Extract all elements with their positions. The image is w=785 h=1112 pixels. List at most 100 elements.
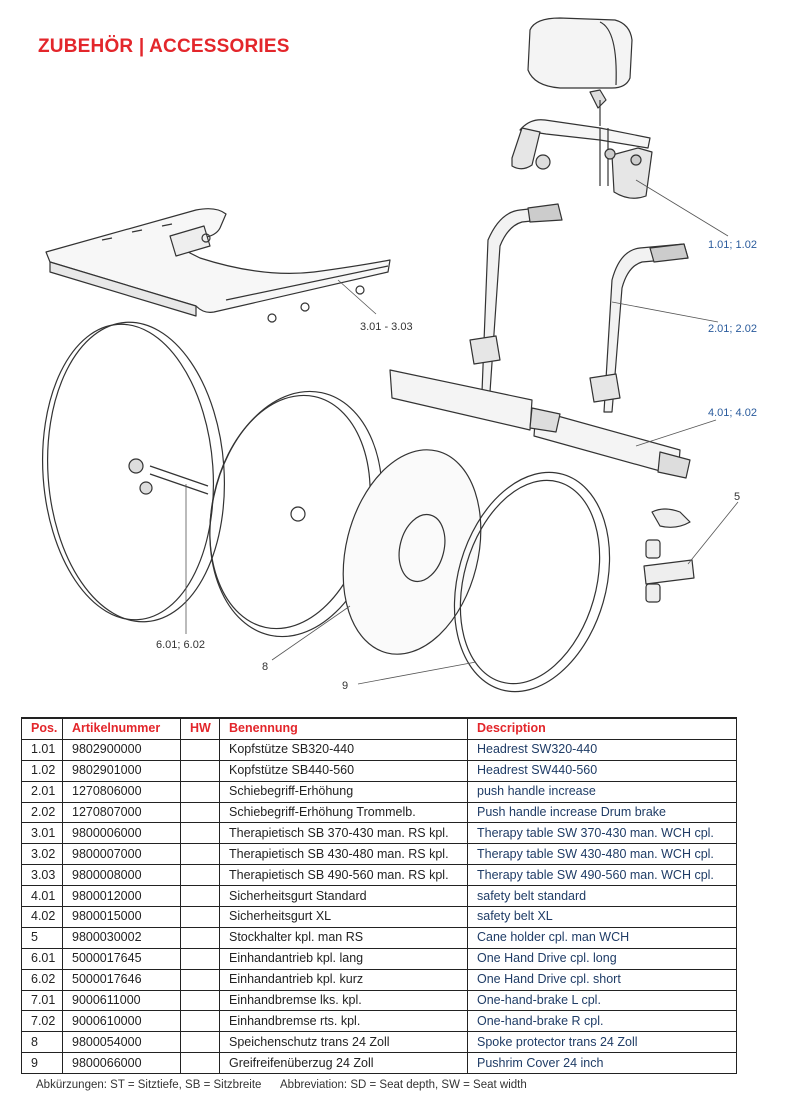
cell-benennung: Einhandantrieb kpl. kurz (219, 968, 468, 991)
footer-abbreviations: Abkürzungen: ST = Sitztiefe, SB = Sitzbr… (36, 1079, 543, 1091)
cell-article-number: 9800030002 (62, 926, 181, 949)
callout-one-hand-drive: 6.01; 6.02 (156, 639, 205, 651)
cell-article-number: 9800007000 (62, 843, 181, 866)
cell-benennung: Schiebegriff-Erhöhung Trommelb. (219, 801, 468, 824)
cell-pos: 4.02 (21, 906, 63, 928)
header-hw: HW (180, 717, 220, 740)
cell-article-number: 9000611000 (62, 989, 181, 1012)
push-handle-and-belt-drawing (389, 203, 691, 479)
cell-benennung: Einhandantrieb kpl. lang (219, 947, 468, 970)
cell-hw (180, 843, 220, 866)
cell-description: One Hand Drive cpl. short (467, 968, 737, 991)
callout-cane-holder: 5 (734, 491, 740, 503)
cell-article-number: 9800008000 (62, 864, 181, 887)
cell-hw (180, 864, 220, 887)
cell-hw (180, 989, 220, 1012)
parts-table: Pos. Artikelnummer HW Benennung Descript… (21, 717, 737, 1075)
cell-description: Push handle increase Drum brake (467, 801, 737, 824)
cell-pos: 3.01 (21, 822, 63, 845)
callout-spoke-protector: 8 (262, 661, 268, 673)
cell-pos: 6.02 (21, 968, 63, 991)
cell-benennung: Greifreifenüberzug 24 Zoll (219, 1052, 468, 1075)
cell-description: safety belt XL (467, 906, 737, 928)
header-benennung: Benennung (219, 717, 468, 740)
cell-pos: 1.01 (21, 738, 63, 761)
cell-pos: 3.02 (21, 843, 63, 866)
one-hand-drive-wheel-drawing (41, 321, 226, 623)
cell-benennung: Sicherheitsgurt Standard (219, 885, 468, 908)
cell-article-number: 5000017646 (62, 968, 181, 991)
cell-description: Headrest SW440-560 (467, 759, 737, 782)
therapy-table-drawing (45, 208, 391, 323)
headrest-drawing (511, 17, 653, 199)
cell-description: Therapy table SW 430-480 man. WCH cpl. (467, 843, 737, 866)
cell-pos: 7.01 (21, 989, 63, 1012)
callout-push-handle: 2.01; 2.02 (708, 323, 757, 335)
cell-pos: 1.02 (21, 759, 63, 782)
cell-pos: 2.01 (21, 780, 63, 803)
cell-hw (180, 1010, 220, 1033)
cell-hw (180, 759, 220, 782)
cell-hw (180, 1031, 220, 1054)
cell-benennung: Therapietisch SB 430-480 man. RS kpl. (219, 843, 468, 866)
cell-article-number: 9802900000 (62, 738, 181, 761)
cell-article-number: 9800006000 (62, 822, 181, 845)
cell-benennung: Speichenschutz trans 24 Zoll (219, 1031, 468, 1054)
cell-description: One Hand Drive cpl. long (467, 947, 737, 970)
cell-description: One-hand-brake L cpl. (467, 989, 737, 1012)
cell-pos: 9 (21, 1052, 63, 1075)
cell-pos: 5 (21, 926, 63, 949)
cell-description: Cane holder cpl. man WCH (467, 926, 737, 949)
cell-pos: 2.02 (21, 801, 63, 824)
cell-pos: 8 (21, 1031, 63, 1054)
cell-pos: 6.01 (21, 947, 63, 970)
pushrim-cover-drawing (453, 471, 611, 693)
page-title: ZUBEHÖR | ACCESSORIES (38, 36, 290, 57)
cell-benennung: Stockhalter kpl. man RS (219, 926, 468, 949)
leader-lines (185, 179, 739, 685)
cell-benennung: Therapietisch SB 370-430 man. RS kpl. (219, 822, 468, 845)
footer-german: Abkürzungen: ST = Sitztiefe, SB = Sitzbr… (36, 1079, 262, 1091)
cell-description: Spoke protector trans 24 Zoll (467, 1031, 737, 1054)
cane-holder-drawing (643, 508, 695, 603)
cell-article-number: 9000610000 (62, 1010, 181, 1033)
cell-hw (180, 1052, 220, 1075)
table-header-row: Pos. Artikelnummer HW Benennung Descript… (21, 717, 737, 740)
cell-article-number: 9800015000 (62, 906, 181, 928)
cell-description: Therapy table SW 370-430 man. WCH cpl. (467, 822, 737, 845)
cell-benennung: Einhandbremse lks. kpl. (219, 989, 468, 1012)
callout-headrest: 1.01; 1.02 (708, 239, 757, 251)
cell-pos: 3.03 (21, 864, 63, 887)
footer-english: Abbreviation: SD = Seat depth, SW = Seat… (280, 1079, 527, 1091)
cell-hw (180, 906, 220, 928)
cell-article-number: 9800054000 (62, 1031, 181, 1054)
spoke-protector-disk-drawing (342, 449, 482, 655)
cell-hw (180, 947, 220, 970)
cell-pos: 4.01 (21, 885, 63, 908)
cell-description: safety belt standard (467, 885, 737, 908)
cell-benennung: Kopfstütze SB320-440 (219, 738, 468, 761)
cell-hw (180, 738, 220, 761)
callout-safety-belt: 4.01; 4.02 (708, 407, 757, 419)
cell-hw (180, 885, 220, 908)
cell-article-number: 5000017645 (62, 947, 181, 970)
cell-benennung: Sicherheitsgurt XL (219, 906, 468, 928)
cell-hw (180, 822, 220, 845)
header-pos: Pos. (21, 717, 63, 740)
cell-description: Headrest SW320-440 (467, 738, 737, 761)
header-description: Description (467, 717, 737, 740)
